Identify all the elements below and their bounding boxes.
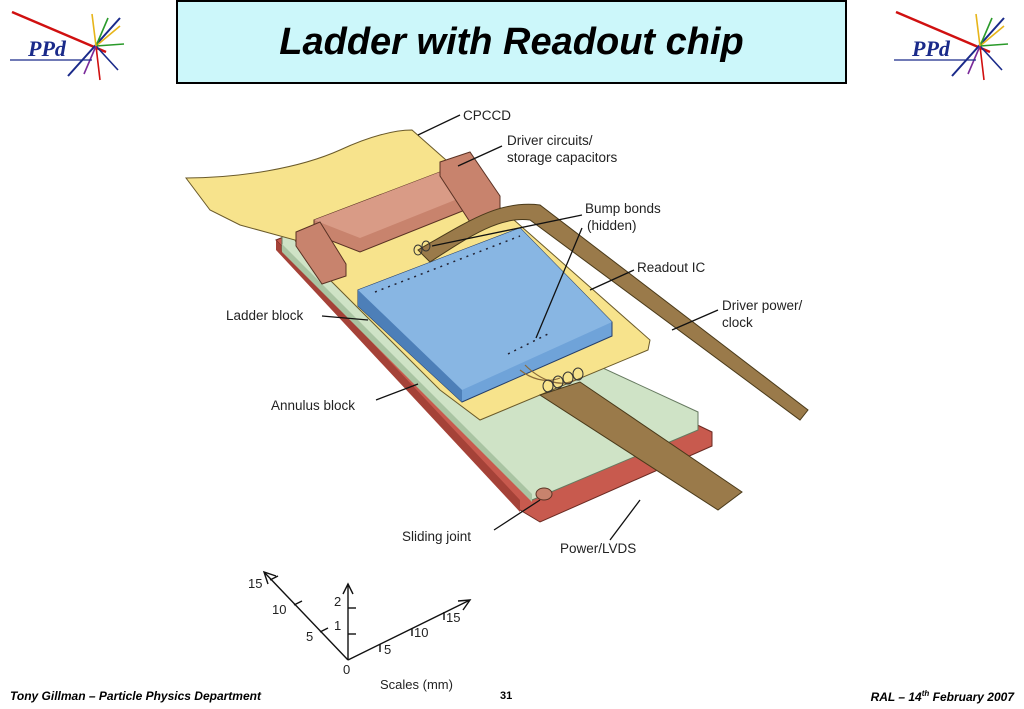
scale-caption: Scales (mm) — [380, 677, 453, 692]
label-driver-power-2: clock — [722, 315, 753, 330]
footer-venue: RAL – 14th February 2007 — [871, 689, 1014, 704]
label-bump-bonds-1: Bump bonds — [585, 201, 661, 216]
scale-axes — [262, 570, 472, 661]
page-title: Ladder with Readout chip — [279, 20, 744, 63]
scale-right-tick-5: 5 — [384, 642, 391, 657]
ppd-logo-left: PPd — [10, 10, 125, 81]
title-box: Ladder with Readout chip — [176, 0, 847, 84]
power-lvds-cable — [538, 381, 743, 511]
footer-venue-text: RAL – 14 — [870, 690, 922, 704]
scale-left-tick-15: 15 — [248, 576, 262, 591]
label-ladder-block: Ladder block — [226, 308, 304, 323]
sliding-joint-shape — [535, 487, 553, 501]
label-power-lvds: Power/LVDS — [560, 541, 636, 556]
footer-venue-date: February 2007 — [929, 690, 1014, 704]
label-bump-bonds-2: (hidden) — [587, 218, 637, 233]
label-driver-circuits-1: Driver circuits/ — [507, 133, 593, 148]
ppd-logo-right: PPd — [894, 10, 1009, 81]
scale-origin: 0 — [343, 662, 350, 677]
scale-right-tick-15: 15 — [446, 610, 460, 625]
ppd-logo-text: PPd — [27, 36, 67, 61]
scale-left-tick-5: 5 — [306, 629, 313, 644]
label-driver-circuits-2: storage capacitors — [507, 150, 618, 165]
footer-page-number: 31 — [500, 690, 513, 702]
ppd-logo-text: PPd — [911, 36, 951, 61]
driver-power-cable — [417, 203, 809, 421]
footer-author: Tony Gillman – Particle Physics Departme… — [10, 689, 261, 703]
scale-up-tick-1: 1 — [334, 618, 341, 633]
label-readout-ic: Readout IC — [637, 260, 706, 275]
scale-left-tick-10: 10 — [272, 602, 286, 617]
scale-right-tick-10: 10 — [414, 625, 428, 640]
footer-venue-sup: th — [921, 689, 930, 698]
label-annulus-block: Annulus block — [271, 398, 355, 413]
label-sliding-joint: Sliding joint — [402, 529, 471, 544]
label-cpccd: CPCCD — [463, 108, 511, 123]
label-driver-power-1: Driver power/ — [722, 298, 803, 313]
scale-up-tick-2: 2 — [334, 594, 341, 609]
